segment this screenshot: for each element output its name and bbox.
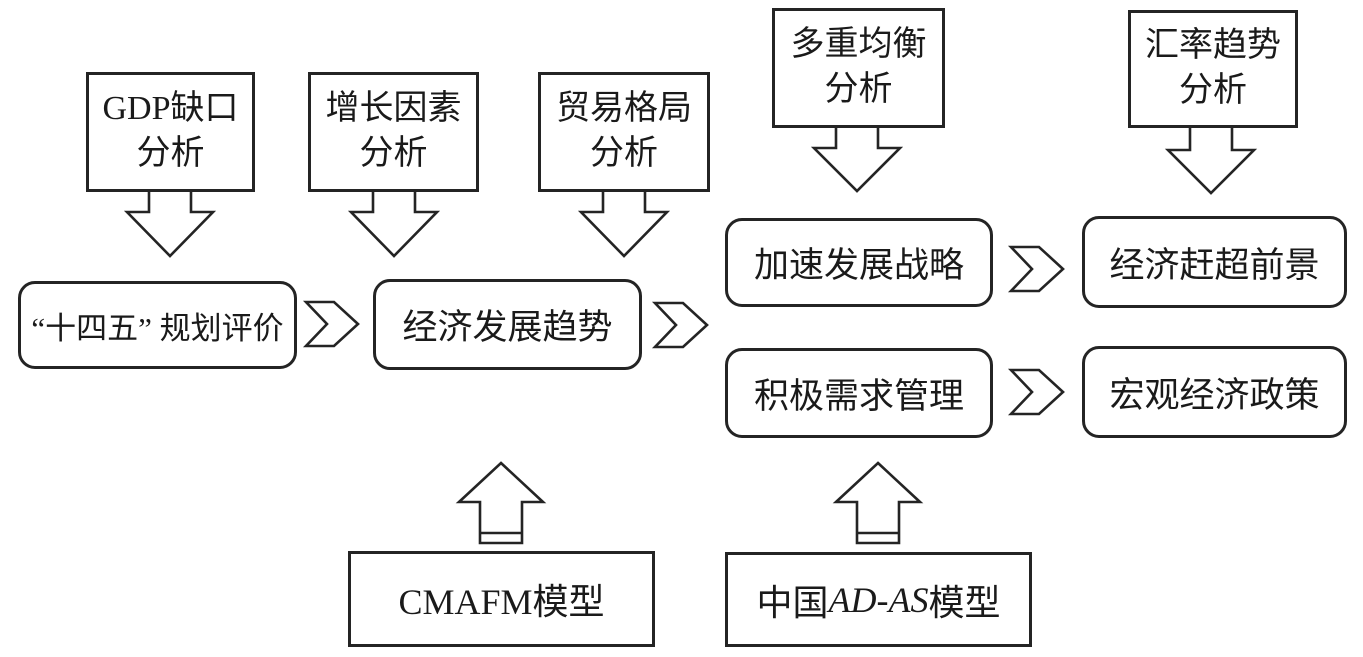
box-macroeconomic-policy: 宏观经济政策 — [1082, 346, 1347, 438]
box-label: 中国 — [756, 582, 829, 623]
box-label: CMAFM模型 — [398, 582, 605, 622]
box-label: 模型 — [928, 582, 1001, 623]
down-arrow-icon — [810, 122, 904, 193]
box-label-line: 贸易格局 — [556, 90, 692, 128]
box-label-line: 分析 — [359, 135, 428, 172]
down-arrow-icon — [577, 188, 671, 258]
down-arrow-icon — [1164, 124, 1258, 195]
box-multiple-equilibrium-analysis: 多重均衡 分析 — [772, 8, 945, 128]
chevron-arrow-icon — [1007, 245, 1065, 293]
box-economic-catch-up-prospect: 经济赶超前景 — [1082, 216, 1347, 308]
down-arrow-icon — [123, 188, 217, 258]
box-trade-pattern-analysis: 贸易格局 分析 — [538, 72, 710, 192]
box-label-line: 汇率趋势 — [1145, 27, 1281, 65]
chevron-arrow-icon — [1007, 368, 1065, 416]
box-china-ad-as-model: 中国 AD-AS 模型 — [725, 552, 1032, 647]
box-label-line: 增长因素 — [325, 90, 462, 128]
box-label: “十四五” 规划评价 — [31, 310, 284, 346]
box-active-demand-management: 积极需求管理 — [725, 348, 993, 438]
box-label-line: 分析 — [136, 135, 205, 172]
box-label: 宏观经济政策 — [1109, 375, 1320, 415]
box-label-line: 分析 — [590, 135, 658, 172]
box-label-line: GDP缺口 — [102, 90, 239, 128]
box-label: 积极需求管理 — [753, 376, 964, 416]
up-arrow-icon — [455, 461, 547, 545]
box-label-line: 分析 — [1179, 72, 1247, 109]
up-arrow-icon — [832, 461, 924, 545]
chevron-arrow-icon — [302, 300, 360, 348]
box-label: 经济发展趋势 — [402, 308, 613, 347]
box-growth-factor-analysis: 增长因素 分析 — [308, 72, 479, 192]
box-label-line: 分析 — [824, 71, 893, 108]
box-accelerated-development-strategy: 加速发展战略 — [725, 218, 993, 307]
chevron-arrow-icon — [651, 301, 709, 349]
down-arrow-icon — [347, 188, 441, 258]
box-label-italic: AD-AS — [828, 579, 929, 620]
box-label: 加速发展战略 — [753, 246, 964, 285]
box-economic-development-trend: 经济发展趋势 — [373, 279, 642, 370]
box-label-line: 多重均衡 — [790, 26, 927, 64]
box-gdp-gap-analysis: GDP缺口 分析 — [86, 72, 255, 192]
box-14th-five-year-plan-evaluation: “十四五” 规划评价 — [18, 281, 297, 369]
box-cmafm-model: CMAFM模型 — [348, 551, 655, 647]
box-label: 经济赶超前景 — [1109, 245, 1320, 285]
box-exchange-rate-trend-analysis: 汇率趋势 分析 — [1128, 10, 1298, 128]
